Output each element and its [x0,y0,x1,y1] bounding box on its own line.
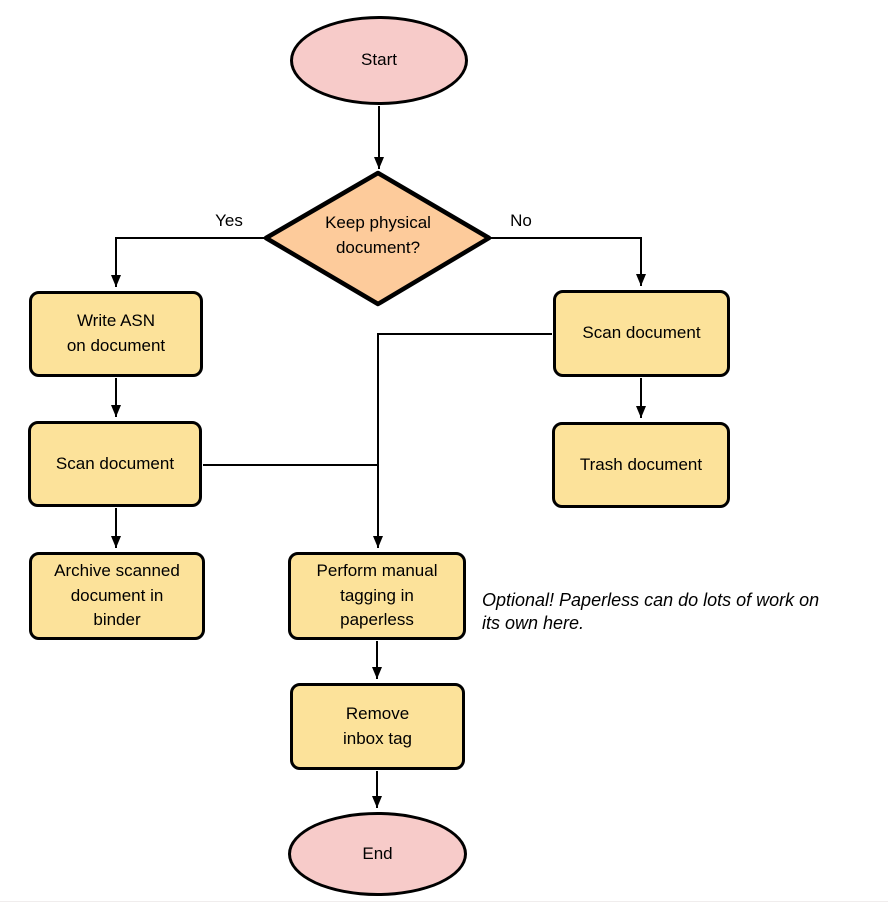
edge-scan-right-to-tagging [373,333,552,548]
edge-decision-yes-to-write-asn [111,237,266,287]
node-manual-tagging: Perform manual tagging in paperless [288,552,466,640]
node-write-asn: Write ASN on document [29,291,203,377]
node-start: Start [290,16,468,105]
node-trash-document-label: Trash document [579,454,703,474]
node-remove-inbox-tag: Remove inbox tag [290,683,465,770]
annotation-optional-note: Optional! Paperless can do lots of work … [482,590,820,634]
edge-decision-no-to-scan-right [489,237,646,286]
bottom-divider [0,901,888,902]
node-archive-scanned-label: Archive scanned document in binder [54,561,180,630]
node-remove-inbox-tag-label: Remove inbox tag [343,703,412,748]
node-manual-tagging-label: Perform manual tagging in paperless [316,561,438,630]
edge-label-yes: Yes [215,211,243,230]
node-scan-document-left: Scan document [28,421,202,507]
node-trash-document: Trash document [552,422,730,508]
node-decision-label: Keep physical document? [325,213,431,257]
node-scan-document-left-label: Scan document [55,453,175,473]
node-scan-document-right: Scan document [553,290,730,377]
node-write-asn-label: Write ASN on document [66,311,166,355]
edge-label-no: No [510,211,532,230]
node-start-label: Start [361,50,397,70]
node-archive-scanned: Archive scanned document in binder [29,552,205,640]
node-end: End [288,812,467,896]
node-scan-document-right-label: Scan document [582,323,701,343]
node-end-label: End [362,843,393,863]
